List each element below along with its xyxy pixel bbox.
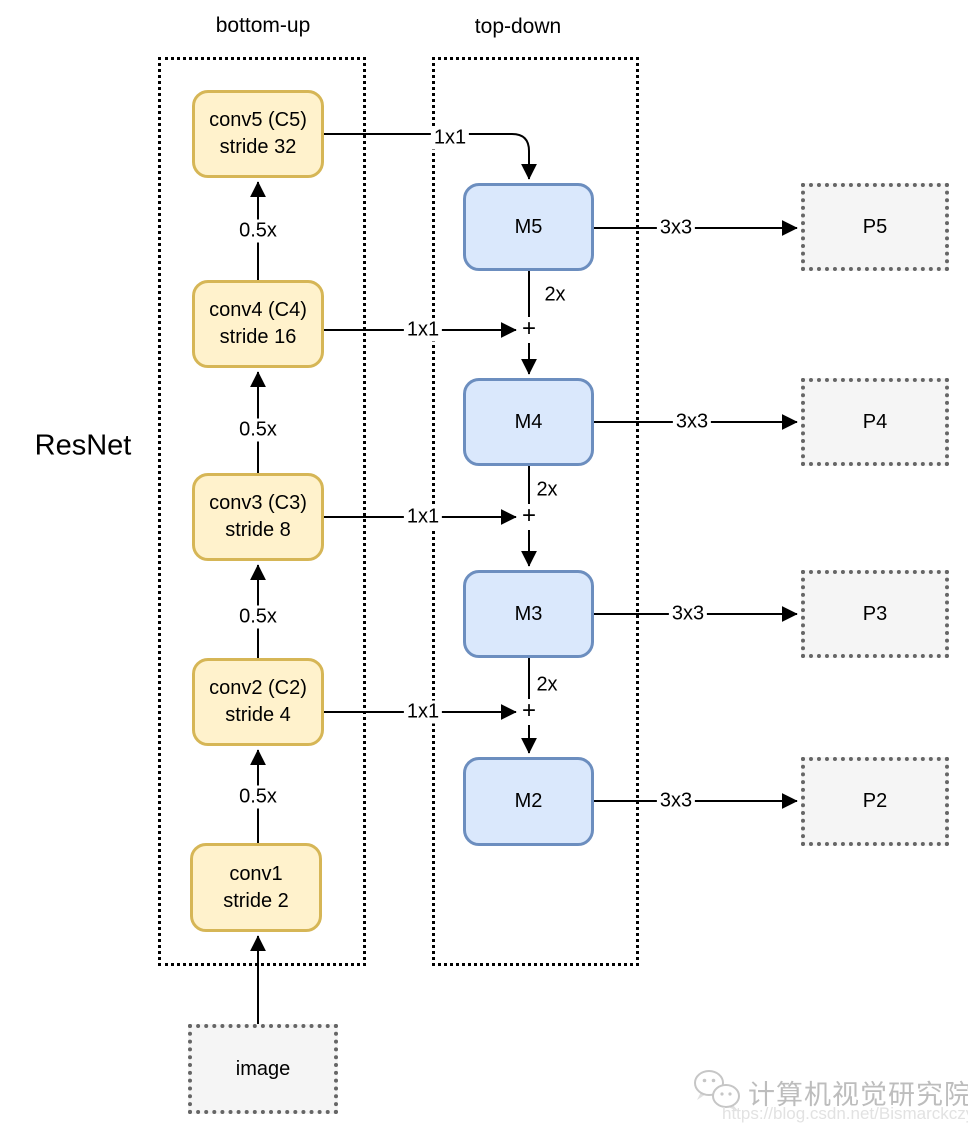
p5-label: P5	[862, 215, 888, 238]
watermark-brand: 计算机视觉研究院	[748, 1080, 968, 1110]
conv1-block: conv1 stride 2	[190, 843, 322, 932]
upsample-label: 2x	[541, 283, 569, 307]
p2-label: P2	[862, 790, 888, 812]
downscale-label: 0.5x	[236, 785, 280, 809]
m3-label: M3	[514, 602, 543, 625]
m2-label: M2	[514, 790, 543, 812]
conv4-stride: stride 16	[219, 326, 297, 348]
merge-plus: +	[521, 315, 537, 342]
p2-block: P2	[801, 757, 949, 846]
conv2-stride: stride 4	[225, 704, 291, 726]
downscale-label: 0.5x	[236, 605, 280, 629]
arrow-conv5-to-m5	[324, 133, 537, 180]
downscale-label: 0.5x	[236, 418, 280, 442]
wechat-icon	[694, 1070, 740, 1111]
m5-block: M5	[463, 183, 594, 271]
conv3-label: conv3 (C3)	[209, 492, 307, 514]
m3-block: M3	[463, 570, 594, 658]
smooth-label: 3x3	[656, 789, 696, 813]
smooth-label: 3x3	[672, 410, 712, 434]
p3-block: P3	[801, 570, 949, 658]
p5-block: P5	[801, 183, 949, 271]
smooth-label: 3x3	[656, 216, 696, 240]
p3-label: P3	[862, 602, 888, 625]
p4-label: P4	[862, 410, 888, 433]
lateral-label: 1x1	[403, 318, 443, 342]
p4-block: P4	[801, 378, 949, 466]
merge-plus: +	[521, 502, 537, 529]
upsample-label: 2x	[533, 478, 561, 502]
resnet-title: ResNet	[34, 429, 132, 462]
merge-plus: +	[521, 697, 537, 724]
conv2-block: conv2 (C2) stride 4	[192, 658, 324, 746]
m2-block: M2	[463, 757, 594, 846]
lateral-label: 1x1	[430, 126, 470, 150]
image-label: image	[235, 1057, 291, 1080]
conv4-block: conv4 (C4) stride 16	[192, 280, 324, 368]
conv5-block: conv5 (C5) stride 32	[192, 90, 324, 178]
watermark-url: https://blog.csdn.net/Bismarckczy	[722, 1104, 968, 1123]
m4-label: M4	[514, 410, 543, 433]
image-block: image	[188, 1024, 338, 1114]
conv2-label: conv2 (C2)	[209, 677, 307, 699]
conv1-stride: stride 2	[223, 889, 289, 912]
conv3-stride: stride 8	[225, 519, 291, 541]
bottom-up-group	[158, 57, 366, 966]
conv5-label: conv5 (C5)	[209, 109, 307, 131]
lateral-label: 1x1	[403, 700, 443, 724]
top-down-header: top-down	[474, 15, 562, 38]
bottom-up-header: bottom-up	[215, 14, 311, 37]
downscale-label: 0.5x	[236, 219, 280, 243]
m5-label: M5	[514, 215, 543, 238]
conv1-label: conv1	[229, 862, 283, 885]
conv5-stride: stride 32	[219, 136, 297, 158]
conv4-label: conv4 (C4)	[209, 299, 307, 321]
smooth-label: 3x3	[668, 602, 708, 626]
m4-block: M4	[463, 378, 594, 466]
upsample-label: 2x	[533, 673, 561, 697]
conv3-block: conv3 (C3) stride 8	[192, 473, 324, 561]
lateral-label: 1x1	[403, 505, 443, 529]
